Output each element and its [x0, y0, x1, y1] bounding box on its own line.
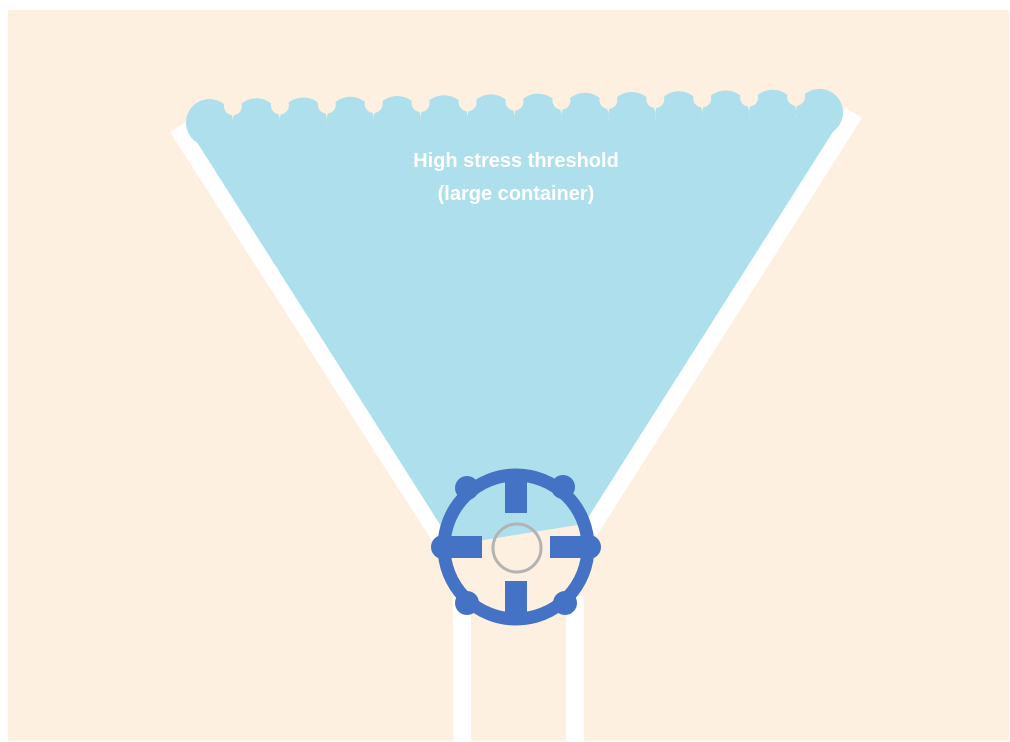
- water-wave-cusp: [599, 91, 617, 109]
- pipe-right-wall: [566, 596, 584, 742]
- water-wave-cusp: [271, 96, 289, 114]
- valve-knob-bottom-right: [553, 591, 577, 615]
- water-wave-cusp: [224, 97, 242, 115]
- water-wave-cusp: [787, 88, 805, 106]
- valve-spoke-bottom: [505, 581, 527, 619]
- valve-knob-top-right: [551, 475, 575, 499]
- water-wave-cusp: [693, 89, 711, 107]
- threshold-label-line1: High stress threshold: [413, 150, 619, 172]
- water-wave-cusp: [740, 89, 758, 107]
- valve-knob-top-left: [455, 476, 479, 500]
- water-wave-cusp: [365, 95, 383, 113]
- valve-knob-left: [431, 535, 455, 559]
- water-wave-cusp: [646, 90, 664, 108]
- water-wave-cusp: [318, 96, 336, 114]
- water-wave-cusp: [506, 93, 524, 111]
- water-wave-cusp: [552, 92, 570, 110]
- water-wave-cusp: [412, 94, 430, 112]
- valve-spoke-top: [505, 475, 527, 513]
- water-wave-cusp: [459, 93, 477, 111]
- valve-knob-right: [577, 535, 601, 559]
- threshold-label-line2: (large container): [438, 183, 595, 205]
- pipe-left-wall: [453, 596, 471, 742]
- valve-knob-bottom-left: [455, 591, 479, 615]
